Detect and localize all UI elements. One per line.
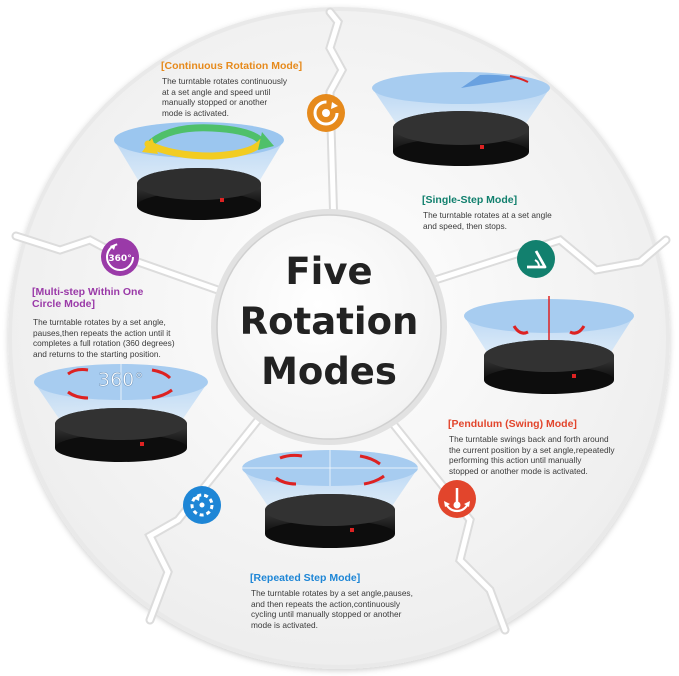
repeated-step-turntable-image [242, 450, 418, 548]
center-title-line-3: Modes [261, 350, 397, 393]
desc-line: The turntable rotates by a set angle, [33, 317, 166, 327]
multi-step-mode-title: [Multi-step Within One Circle Mode] [32, 286, 143, 310]
circular-arrow-icon [307, 94, 345, 132]
360-label: 360° [98, 369, 144, 391]
desc-line: The turntable rotates by a set angle,pau… [251, 588, 413, 598]
title-line: [Multi-step Within One [32, 286, 144, 298]
desc-line: The turntable rotates continuously [162, 76, 287, 86]
continuous-mode-desc: The turntable rotates continuously at a … [162, 76, 332, 118]
desc-line: and returns to the starting position. [33, 348, 161, 359]
desc-line: stopped or another mode is activated. [449, 465, 588, 476]
pendulum-icon [438, 480, 476, 518]
title-line: Circle Mode] [32, 298, 96, 310]
360-badge-label: 360° [108, 254, 131, 264]
center-title-line-2: Rotation [239, 300, 419, 343]
360-icon: 360° [101, 238, 139, 276]
desc-line: The turntable swings back and forth arou… [449, 434, 609, 444]
repeated-step-mode-desc: The turntable rotates by a set angle,pau… [251, 588, 441, 630]
pendulum-turntable-image [464, 296, 634, 394]
desc-line: The turntable rotates at a set angle [423, 210, 552, 220]
desc-line: pauses,then repeats the action until it [33, 327, 171, 338]
angle-icon [517, 240, 555, 278]
multi-step-mode-desc: The turntable rotates by a set angle, pa… [33, 317, 223, 359]
desc-line: the current position by a set angle,repe… [449, 444, 615, 455]
continuous-turntable-image [114, 122, 284, 220]
desc-line: and speed, then stops. [423, 220, 507, 231]
single-step-mode-desc: The turntable rotates at a set angle and… [423, 210, 613, 231]
desc-line: performing this action until manually [449, 455, 582, 466]
single-step-turntable-image [372, 72, 550, 166]
desc-line: mode is activated. [251, 619, 318, 630]
desc-line: completes a full rotation (360 degrees) [33, 338, 175, 349]
desc-line: and then repeats the action,continuously [251, 598, 400, 609]
desc-line: at a set angle and speed until [162, 86, 271, 97]
repeated-step-mode-title: [Repeated Step Mode] [250, 572, 361, 584]
dashed-circle-arrow-icon [183, 486, 221, 524]
desc-line: manually stopped or another [162, 97, 268, 108]
pendulum-mode-desc: The turntable swings back and forth arou… [449, 434, 649, 476]
single-step-mode-title: [Single-Step Mode] [422, 194, 518, 206]
center-title: Five Rotation Modes [226, 247, 432, 397]
desc-line: mode is activated. [162, 107, 229, 118]
desc-line: cycling until manually stopped or anothe… [251, 609, 402, 620]
pendulum-mode-title: [Pendulum (Swing) Mode] [448, 418, 577, 430]
continuous-mode-title: [Continuous Rotation Mode] [161, 60, 303, 72]
center-title-line-1: Five [285, 250, 373, 293]
multi-step-turntable-image: 360° [34, 364, 208, 462]
